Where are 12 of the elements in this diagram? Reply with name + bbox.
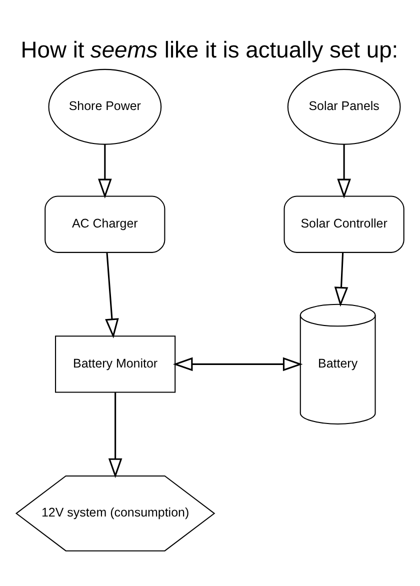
arrow bbox=[172, 356, 303, 371]
arrow bbox=[108, 392, 122, 478]
node-ellipse: Shore Power bbox=[48, 68, 162, 144]
arrow bbox=[334, 252, 348, 306]
arrow bbox=[105, 252, 119, 338]
node-ellipse: Solar Panels bbox=[287, 68, 401, 144]
arrow bbox=[98, 144, 112, 198]
node-box: AC Charger bbox=[44, 195, 166, 252]
node-box: Solar Controller bbox=[284, 195, 404, 252]
arrow bbox=[337, 144, 351, 198]
diagram-title: How it seems like it is actually set up: bbox=[20, 36, 398, 62]
node-box: Battery Monitor bbox=[55, 335, 176, 392]
